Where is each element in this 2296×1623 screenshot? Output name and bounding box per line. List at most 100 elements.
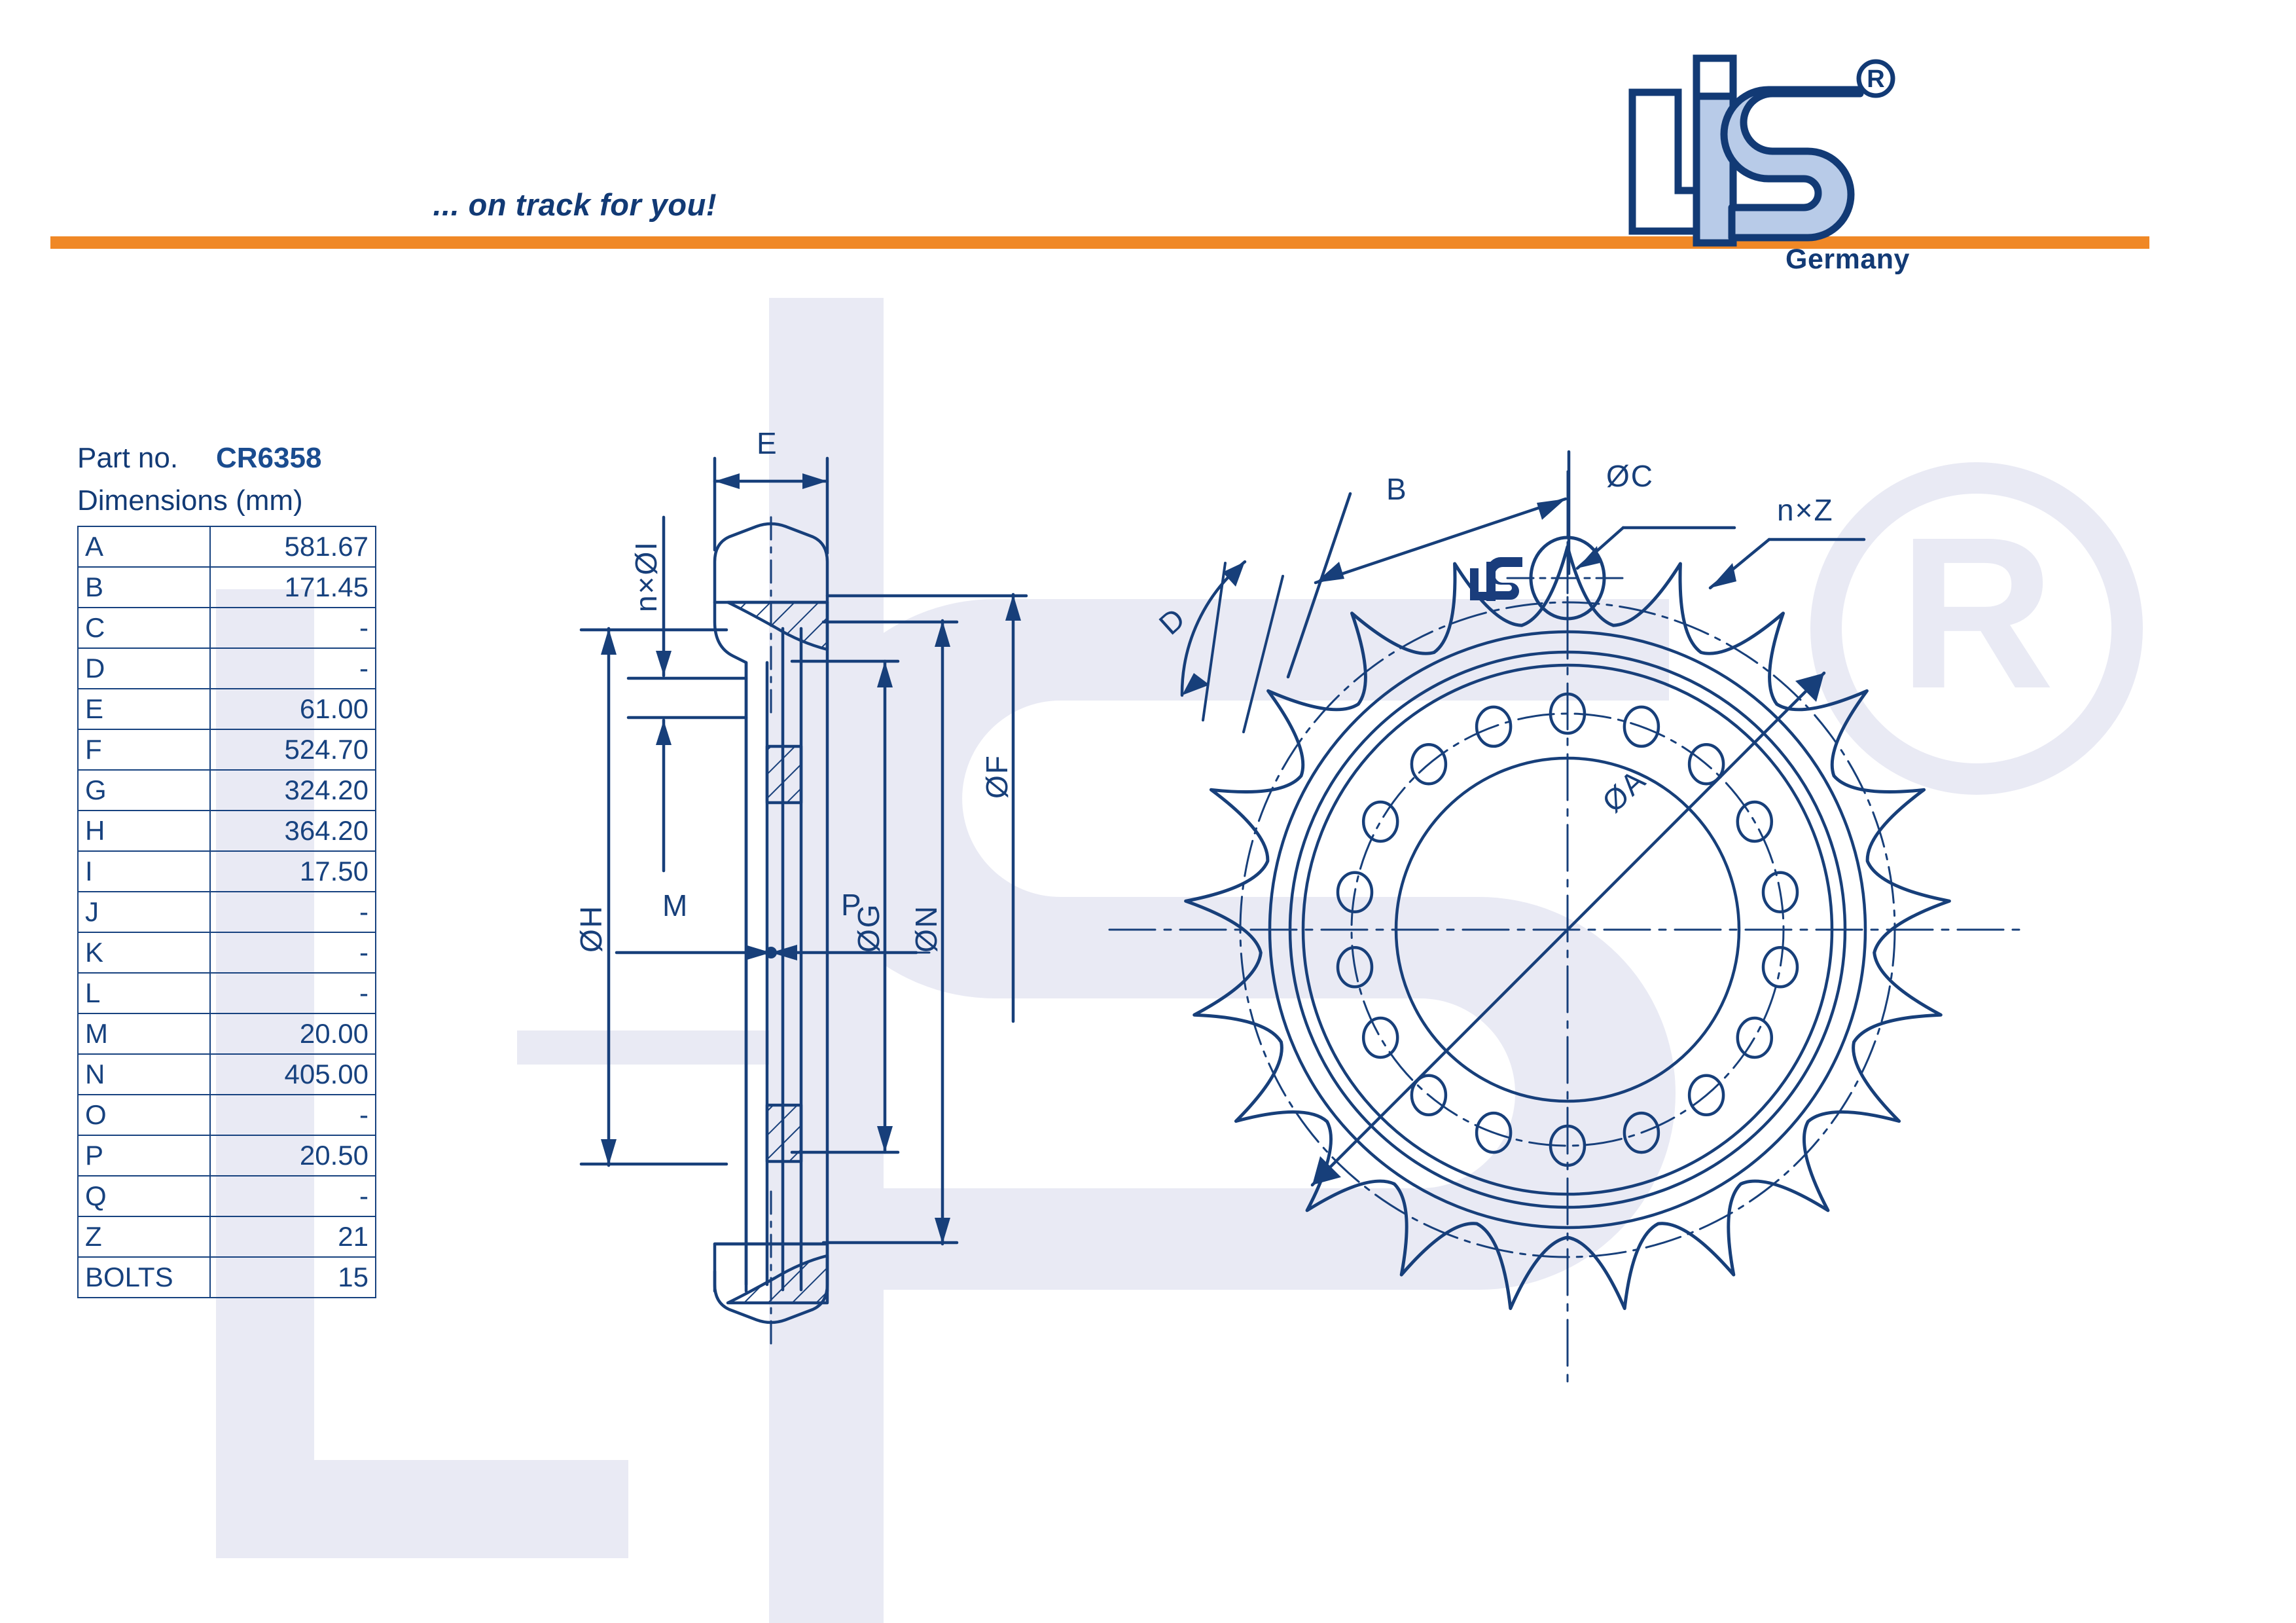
table-row: J-: [77, 891, 376, 933]
dimension-value: -: [209, 607, 376, 649]
dimension-key: E: [77, 688, 211, 730]
table-row: D-: [77, 647, 376, 689]
dimension-value: 171.45: [209, 566, 376, 608]
orange-accent-bar: [50, 236, 2149, 249]
table-row: L-: [77, 972, 376, 1014]
dimension-key: M: [77, 1013, 211, 1055]
front-view-sprocket: [1108, 470, 2027, 1389]
label-B: B: [1386, 472, 1408, 506]
bolt-hole: [1736, 1016, 1774, 1059]
bolt-hole: [1736, 800, 1774, 843]
dim-P: [769, 945, 918, 960]
dimension-key: J: [77, 891, 211, 933]
table-row: Q-: [77, 1175, 376, 1217]
dimension-value: 524.70: [209, 729, 376, 771]
dimension-key: F: [77, 729, 211, 771]
dimension-value: 324.20: [209, 769, 376, 811]
label-M: M: [662, 888, 689, 922]
dim-E: [713, 456, 829, 555]
bolt-hole: [1361, 1016, 1399, 1059]
bolt-hole: [1361, 800, 1399, 843]
label-OF: ØF: [980, 754, 1014, 799]
bolt-hole: [1336, 871, 1374, 913]
leader-OC: [1575, 526, 1736, 570]
dim-M: [615, 945, 773, 960]
dimension-key: C: [77, 607, 211, 649]
dimensions-label: Dimensions (mm): [77, 484, 303, 517]
dimension-key: I: [77, 850, 211, 892]
dimension-key: D: [77, 647, 211, 689]
dim-D: [1180, 560, 1284, 733]
dimension-value: -: [209, 1094, 376, 1136]
label-nxOI: n×ØI: [629, 540, 663, 612]
dimension-key: P: [77, 1135, 211, 1176]
dimension-key: Q: [77, 1175, 211, 1217]
bolt-hole: [1687, 1074, 1725, 1117]
bolt-hole: [1549, 692, 1587, 735]
dimension-key: N: [77, 1053, 211, 1095]
dimension-value: 20.50: [209, 1135, 376, 1176]
bolt-hole: [1410, 1074, 1448, 1117]
dimension-value: -: [209, 647, 376, 689]
dimension-value: 21: [209, 1216, 376, 1258]
bolt-hole: [1687, 742, 1725, 786]
part-no-value: CR6358: [216, 442, 322, 474]
dimension-value: -: [209, 972, 376, 1014]
dimension-value: -: [209, 1175, 376, 1217]
bolt-hole: [1623, 705, 1660, 748]
dimension-value: 581.67: [209, 526, 376, 568]
label-OC: ØC: [1606, 459, 1654, 493]
label-OG: ØG: [852, 903, 886, 953]
label-ON: ØN: [909, 905, 943, 953]
label-P: P: [841, 888, 863, 922]
table-row: O-: [77, 1094, 376, 1136]
bolt-hole: [1623, 1111, 1660, 1154]
bolt-hole: [1761, 946, 1799, 989]
dimension-key: A: [77, 526, 211, 568]
logo-country-label: Germany: [1785, 244, 1910, 275]
label-OH: ØH: [574, 905, 608, 953]
dimension-key: O: [77, 1094, 211, 1136]
dim-B: [1286, 450, 1571, 679]
dimension-value: 15: [209, 1256, 376, 1298]
bolt-hole: [1475, 1111, 1513, 1154]
part-no-label: Part no.: [77, 442, 179, 474]
dimension-key: BOLTS: [77, 1256, 211, 1298]
label-nxZ: n×Z: [1777, 493, 1834, 527]
bolt-hole: [1410, 742, 1448, 786]
dim-OF: [825, 593, 1028, 1023]
dimension-value: 17.50: [209, 850, 376, 892]
svg-text:R: R: [1867, 65, 1884, 93]
dimension-key: H: [77, 810, 211, 852]
leader-nxZ: [1708, 538, 1866, 590]
dim-OH: [579, 627, 728, 1167]
dimension-value: -: [209, 932, 376, 974]
dimension-key: K: [77, 932, 211, 974]
dimension-value: 405.00: [209, 1053, 376, 1095]
dimension-value: 364.20: [209, 810, 376, 852]
hub-lis-mark: [1470, 557, 1522, 601]
dim-nxOI: [626, 515, 748, 873]
dimension-value: 61.00: [209, 688, 376, 730]
dimension-key: Z: [77, 1216, 211, 1258]
dimension-key: B: [77, 566, 211, 608]
dimension-value: 20.00: [209, 1013, 376, 1055]
dimension-key: G: [77, 769, 211, 811]
dimension-key: L: [77, 972, 211, 1014]
bolt-hole: [1336, 946, 1374, 989]
bolt-hole: [1475, 705, 1513, 748]
